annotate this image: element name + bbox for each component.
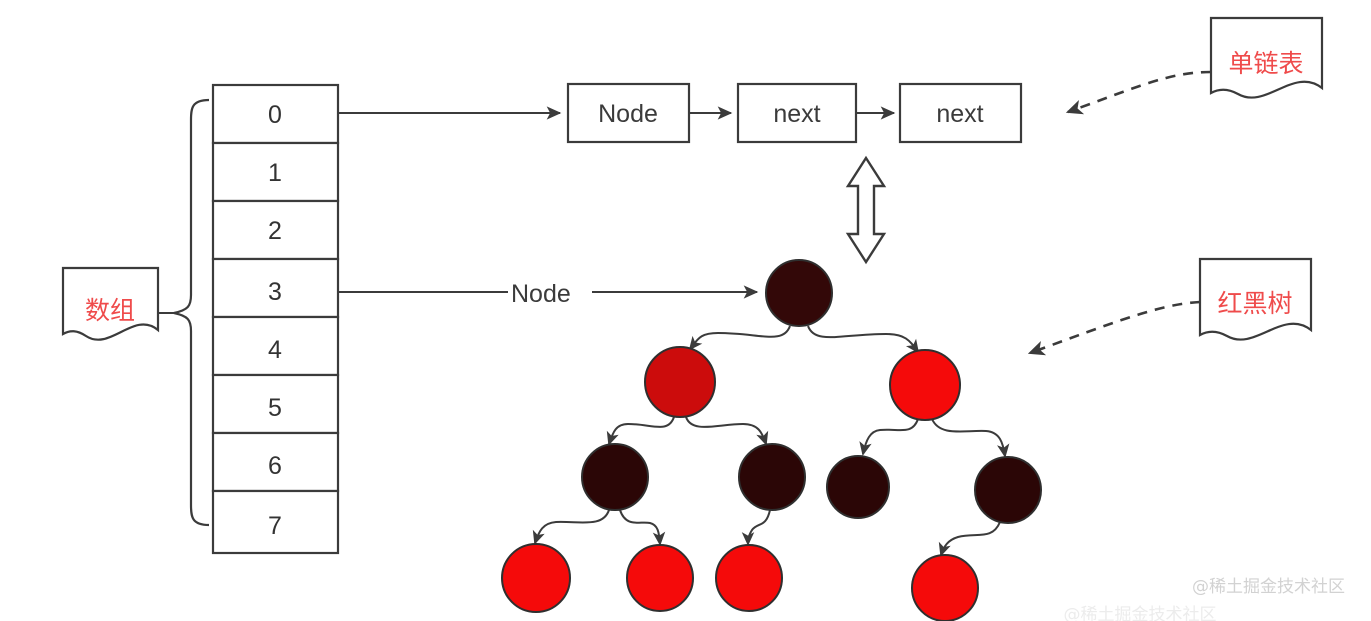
tree-node-root[interactable]: [765, 259, 833, 327]
linkedlist-node-label-2: next: [936, 100, 983, 128]
tree-root-edge-label: Node: [511, 280, 571, 308]
array-note: 数组: [61, 266, 160, 341]
tree-note: 红黑树: [1198, 257, 1313, 341]
tree-node-lrl-red[interactable]: [715, 544, 783, 612]
array-cell-5[interactable]: [211, 373, 340, 435]
convert-double-arrow: [845, 155, 887, 265]
array-cell-label-3: 3: [268, 278, 282, 306]
linkedlist-node-1[interactable]: [736, 82, 858, 144]
tree-edge-ll-llr: [619, 509, 666, 546]
array-note-shape: [61, 266, 160, 341]
tree-nodes: [501, 259, 1042, 621]
linkedlist-node-2[interactable]: [898, 82, 1023, 144]
linkedlist-note-shape: [1209, 16, 1324, 99]
tree-node-rr-black[interactable]: [974, 456, 1042, 524]
tree-note-label: 红黑树: [1217, 289, 1292, 318]
array-table: 0 1 2 3 4 5 6 7: [211, 83, 340, 555]
tree-node-ll-black[interactable]: [581, 443, 649, 511]
tree-node-llr-red[interactable]: [626, 544, 694, 612]
tree-edge-root-right: [807, 325, 920, 354]
linked-list-chain: Node next next: [566, 82, 1023, 144]
array-cell-1[interactable]: [211, 141, 340, 203]
tree-note-arrow: [1027, 300, 1201, 356]
array-cell-4[interactable]: [211, 315, 340, 377]
tree-node-right-red[interactable]: [889, 349, 961, 421]
array-cell-label-0: 0: [268, 101, 282, 129]
tree-edge-l-lr: [685, 416, 769, 446]
linkedlist-note-arrow: [1065, 70, 1212, 115]
array-cell-3[interactable]: [211, 257, 340, 319]
array-cell-label-4: 4: [268, 336, 282, 364]
array-cell-7[interactable]: [211, 489, 340, 555]
array-cell-label-5: 5: [268, 394, 282, 422]
array-cell-6[interactable]: [211, 431, 340, 493]
tree-edge-lr-lrl: [741, 509, 771, 546]
tree-node-rl-black[interactable]: [826, 455, 890, 519]
tree-edge-r-rr: [931, 418, 1010, 458]
tree-note-shape: [1198, 257, 1313, 341]
array-cell-label-6: 6: [268, 452, 282, 480]
tree-node-lll-red[interactable]: [501, 543, 571, 613]
array-note-label: 数组: [85, 296, 135, 325]
linkedlist-node-label-0: Node: [598, 100, 658, 128]
tree-node-left-red[interactable]: [644, 346, 716, 418]
array-cell-label-2: 2: [268, 217, 282, 245]
tree-edge-root-left: [688, 325, 791, 351]
tree-edge-rr-rrl: [938, 521, 1001, 557]
tree-edge-r-rl: [859, 418, 919, 456]
watermark-primary: @稀土掘金技术社区: [1192, 577, 1345, 597]
tree-node-rrl-red[interactable]: [911, 554, 979, 621]
array-cell-label-1: 1: [268, 159, 282, 187]
watermark-faint: @稀土掘金技术社区: [1064, 605, 1217, 621]
tree-edge-l-ll: [606, 416, 675, 446]
linkedlist-note-label: 单链表: [1228, 49, 1303, 78]
array-cell-label-7: 7: [268, 512, 282, 540]
linkedlist-note: 单链表: [1209, 16, 1324, 99]
linkedlist-node-label-1: next: [773, 100, 820, 128]
array-cell-0[interactable]: [211, 83, 340, 145]
array-brace: [173, 98, 210, 527]
tree-edge-ll-lll: [532, 509, 610, 545]
tree-edges: [532, 325, 1010, 557]
tree-node-lr-black[interactable]: [738, 443, 806, 511]
